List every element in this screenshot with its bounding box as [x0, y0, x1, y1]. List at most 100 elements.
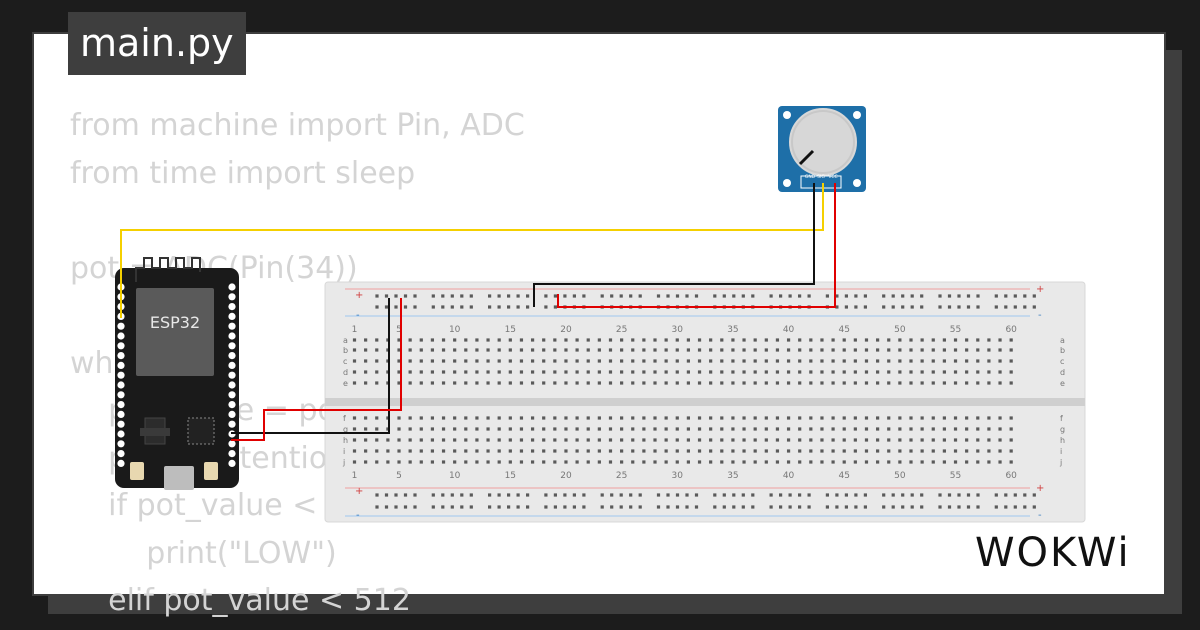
breadboard-hole: [931, 438, 935, 442]
breadboard-hole: [653, 338, 657, 342]
rail-hole: [994, 505, 998, 509]
rail-hole: [920, 305, 924, 309]
breadboard-hole: [876, 438, 880, 442]
breadboard-hole: [820, 370, 824, 374]
rail-hole: [835, 505, 839, 509]
breadboard-hole: [364, 348, 368, 352]
rail-hole: [450, 305, 454, 309]
rail-hole: [544, 294, 548, 298]
rail-hole: [394, 305, 398, 309]
breadboard-hole: [675, 438, 679, 442]
breadboard-hole: [475, 381, 479, 385]
breadboard-hole: [686, 427, 690, 431]
breadboard-hole: [998, 449, 1002, 453]
breadboard-hole: [731, 370, 735, 374]
breadboard-hole: [508, 438, 512, 442]
breadboard-hole: [931, 348, 935, 352]
breadboard-hole: [597, 381, 601, 385]
rail-hole: [488, 505, 492, 509]
rail-hole: [656, 294, 661, 298]
breadboard-hole: [998, 460, 1002, 464]
rail-hole: [394, 493, 398, 497]
breadboard-hole: [686, 416, 690, 420]
column-number-top: 20: [560, 325, 572, 335]
wire-power-esp: [231, 298, 402, 441]
breadboard-hole: [842, 460, 846, 464]
breadboard-hole: [620, 348, 624, 352]
code-line: print("LOW"): [70, 535, 337, 571]
breadboard-hole: [608, 427, 613, 431]
breadboard-hole: [608, 460, 613, 464]
breadboard-hole: [653, 460, 657, 464]
breadboard-hole: [998, 348, 1002, 352]
rail-plus-bottom-right: +: [1036, 483, 1044, 494]
breadboard-hole: [987, 438, 991, 442]
rail-hole: [769, 493, 773, 497]
breadboard-hole: [1009, 438, 1013, 442]
breadboard-hole: [508, 460, 512, 464]
breadboard-hole: [898, 359, 902, 363]
rail-hole: [638, 505, 642, 509]
breadboard-hole: [742, 438, 746, 442]
breadboard-hole: [697, 449, 702, 453]
breadboard-hole: [631, 416, 635, 420]
rail-hole: [685, 493, 689, 497]
esp32-pin-right: [228, 371, 236, 379]
rail-hole: [882, 294, 886, 298]
breadboard-hole: [731, 427, 735, 431]
file-tab[interactable]: main.py: [68, 12, 246, 75]
breadboard-hole: [664, 449, 668, 453]
breadboard-hole: [430, 449, 435, 453]
breadboard-hole: [419, 338, 423, 342]
breadboard-hole: [909, 416, 913, 420]
breadboard-hole: [564, 438, 568, 442]
breadboard-hole: [876, 370, 880, 374]
breadboard-hole: [597, 370, 601, 374]
breadboard-hole: [898, 381, 902, 385]
breadboard-hole: [842, 438, 846, 442]
breadboard-hole: [809, 416, 813, 420]
breadboard-hole: [508, 348, 512, 352]
breadboard-hole: [575, 359, 579, 363]
potentiometer[interactable]: GND SIG VCC: [778, 106, 866, 192]
row-label: f: [343, 414, 346, 423]
rail-hole: [413, 294, 417, 298]
breadboard-hole: [653, 370, 657, 374]
breadboard-hole: [965, 416, 969, 420]
breadboard-hole: [887, 348, 891, 352]
rail-hole: [375, 294, 379, 298]
rail-hole: [1013, 305, 1017, 309]
rail-hole: [488, 294, 492, 298]
wire-ground-pot: [533, 183, 815, 307]
rail-hole: [788, 493, 792, 497]
rail-hole: [526, 505, 530, 509]
breadboard-hole: [786, 460, 791, 464]
rail-plus-bottom-left: +: [355, 486, 363, 497]
breadboard-hole: [686, 460, 690, 464]
breadboard-hole: [798, 359, 802, 363]
breadboard-hole: [820, 381, 824, 385]
breadboard-hole: [542, 338, 546, 342]
breadboard-hole: [753, 359, 757, 363]
row-label: b: [343, 346, 348, 355]
rail-hole: [863, 305, 867, 309]
esp32-pin-left: [117, 459, 125, 467]
row-label: d: [1060, 368, 1065, 377]
breadboard-hole: [408, 427, 412, 431]
breadboard-hole: [542, 370, 546, 374]
breadboard-hole: [753, 381, 757, 385]
breadboard-hole: [553, 370, 557, 374]
breadboard-hole: [664, 381, 668, 385]
breadboard-hole: [842, 359, 846, 363]
breadboard-hole: [620, 438, 624, 442]
rail-hole: [741, 505, 745, 509]
breadboard-hole: [809, 370, 813, 374]
breadboard-hole: [352, 381, 357, 385]
rail-hole: [629, 294, 633, 298]
breadboard-hole: [530, 348, 535, 352]
column-number-bottom: 1: [352, 471, 358, 481]
rail-hole: [685, 505, 689, 509]
breadboard-hole: [597, 359, 601, 363]
esp32-board[interactable]: ESP32: [115, 257, 239, 490]
